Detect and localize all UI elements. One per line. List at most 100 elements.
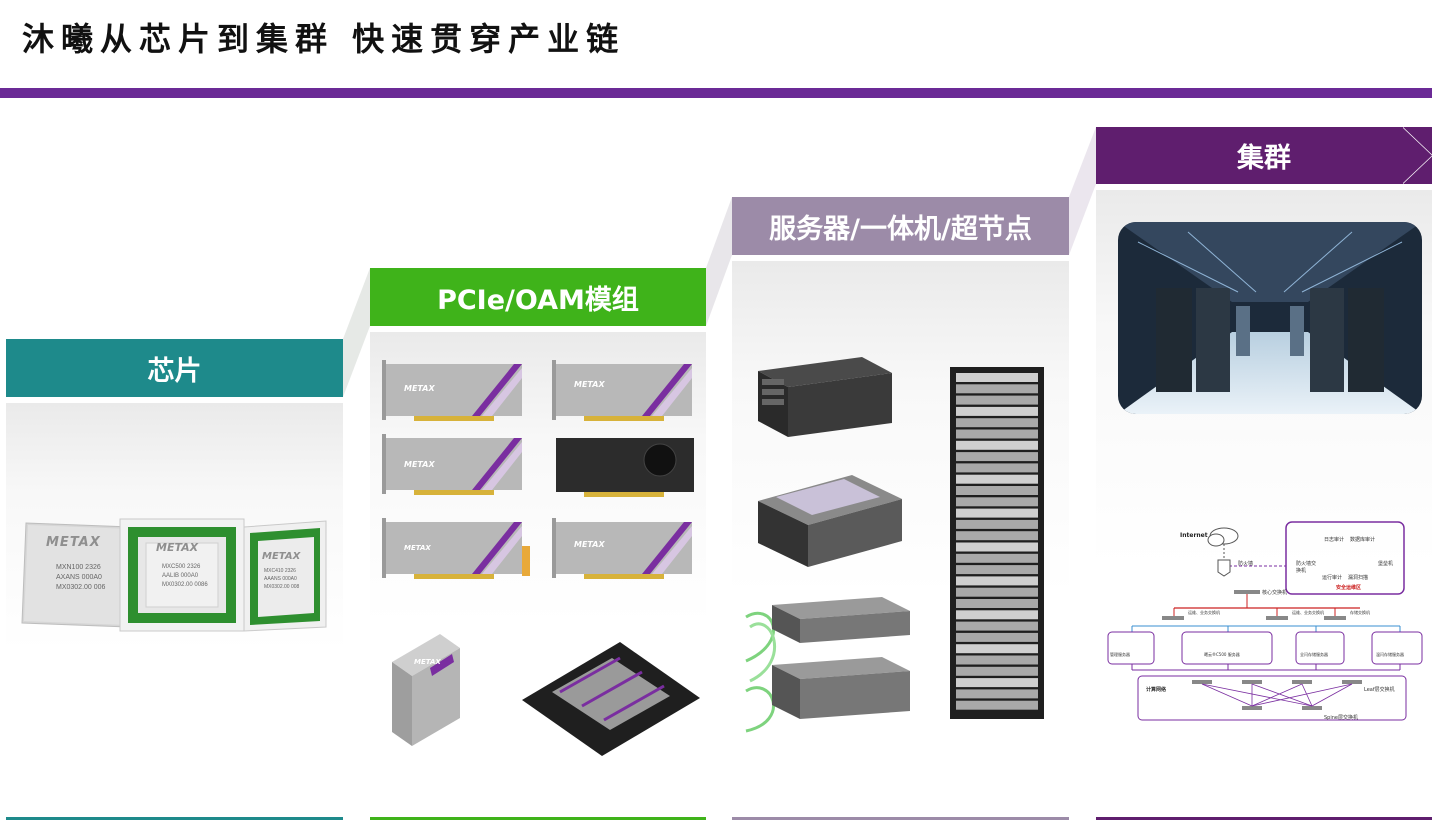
rack-unit <box>956 531 1038 541</box>
rack-unit <box>956 542 1038 552</box>
network-topology <box>1107 521 1423 721</box>
chip-3-line-2: AAANS 000A0 <box>264 576 297 582</box>
chip-3-image <box>243 520 327 632</box>
rack-unit <box>956 519 1038 529</box>
label-firewall: 防火墙 <box>1238 561 1254 567</box>
module-images <box>382 360 700 756</box>
rack-unit <box>956 373 1038 382</box>
pcie-card-black <box>556 438 694 497</box>
card-logo-3: METAX <box>404 460 435 469</box>
label-run-audit: 运行审计 <box>1322 575 1343 581</box>
rack-unit <box>956 384 1038 394</box>
rack-unit <box>956 621 1038 631</box>
chip-1-logo: METAX <box>46 535 101 550</box>
server-3-image <box>745 597 910 733</box>
label-c500-server: 曦云®C500 服务器 <box>1204 652 1240 657</box>
label-storage-server: 全闪存储服务器 <box>1300 652 1328 657</box>
compute-network-box <box>1137 675 1407 721</box>
label-ops-switch-2: 运维、业务交换机 <box>1292 610 1324 615</box>
page-title: 沐曦从芯片到集群 快速贯穿产业链 <box>22 20 626 58</box>
server-1-image <box>758 357 892 437</box>
server-2-image <box>758 475 902 567</box>
stage-header-chip: 芯片 <box>6 339 343 397</box>
chip-2-logo: METAX <box>156 541 199 554</box>
rack-unit <box>956 632 1038 642</box>
chip-3-line-3: MX0302.00 008 <box>264 584 300 590</box>
rack-unit <box>956 508 1038 518</box>
rack-unit <box>956 576 1038 586</box>
label-compute-net: 计算网络 <box>1146 687 1167 693</box>
arrow-head-icon <box>1403 127 1432 184</box>
chip-1-image <box>21 522 133 628</box>
chip-panel: METAX MXN100 2326 AXANS 000A0 MX0302.00 … <box>6 403 343 820</box>
server-images <box>745 357 1044 733</box>
stage-label-server: 服务器/一体机/超节点 <box>769 213 1032 245</box>
oam-board-image <box>522 642 700 756</box>
cluster-panel: Internet 防火墙 核心交换机 运维、业务交换机 运维、业务交换机 存储交… <box>1096 190 1432 820</box>
rack-image <box>950 367 1044 719</box>
rack-unit <box>956 666 1038 676</box>
title-divider <box>0 88 1432 98</box>
stage-label-module: PCIe/OAM模组 <box>437 284 639 316</box>
rack-unit <box>956 440 1038 450</box>
chip-3-logo: METAX <box>262 551 301 562</box>
chip-3-line-1: MXC410 2326 <box>264 568 296 574</box>
label-internet: Internet <box>1180 532 1208 539</box>
chip-1-line-3: MX0302.00 006 <box>56 584 106 591</box>
pcie-card-3 <box>382 434 522 495</box>
chip-1-line-1: MXN100 2326 <box>56 564 101 571</box>
rack-unit <box>956 429 1038 439</box>
chip-2-line-2: AALIB 000A0 <box>162 573 199 579</box>
stage-label-chip: 芯片 <box>147 355 202 387</box>
chip-2-markings: MXC500 2326 AALIB 000A0 MX0302.00 0086 <box>162 563 208 590</box>
stage-header-server: 服务器/一体机/超节点 <box>732 197 1069 255</box>
label-db-audit: 数据库审计 <box>1350 537 1376 543</box>
pcie-card-1 <box>382 360 522 421</box>
chip-3-markings: MXC410 2326 AAANS 000A0 MX0302.00 008 <box>264 567 299 591</box>
card-logo-4: METAX <box>404 544 431 552</box>
label-mgmt-server: 管理服务器 <box>1110 652 1130 657</box>
stage-header-cluster: 集群 <box>1096 127 1432 184</box>
label-spine: Spine层交换机 <box>1324 715 1358 721</box>
label-ops-switch-1: 运维、业务交换机 <box>1188 610 1220 615</box>
chip-1-line-2: AXANS 000A0 <box>56 574 102 581</box>
chip-2-line-1: MXC500 2326 <box>162 564 201 570</box>
server-panel <box>732 261 1069 820</box>
datacenter-image <box>1118 222 1422 414</box>
rack-unit <box>956 689 1038 699</box>
label-vuln-scan: 漏洞扫描 <box>1348 575 1369 581</box>
oam-module-image <box>392 634 460 746</box>
rack-unit <box>956 553 1038 563</box>
label-fw-switch: 防火墙交换机 <box>1296 561 1317 574</box>
stage-header-module: PCIe/OAM模组 <box>370 268 706 326</box>
label-core-switch: 核心交换机 <box>1262 590 1288 596</box>
rack-unit <box>956 599 1038 608</box>
chip-images <box>21 518 327 632</box>
rack-unit <box>956 406 1038 416</box>
module-panel: METAX METAX METAX METAX METAX METAX <box>370 332 706 820</box>
label-leaf: Leaf层交换机 <box>1364 687 1395 693</box>
label-bastion: 堡垒机 <box>1378 561 1394 567</box>
rack-unit <box>956 418 1038 428</box>
label-edge-storage: 温闪存储服务器 <box>1376 652 1404 657</box>
card-logo-5: METAX <box>574 540 605 549</box>
rack-unit <box>956 587 1038 597</box>
power-connector <box>522 546 530 576</box>
rack-unit <box>956 452 1038 462</box>
pcie-card-4 <box>382 518 522 579</box>
rack-unit <box>956 610 1038 620</box>
rack-unit <box>956 644 1038 654</box>
edge-storage-box <box>1371 631 1423 665</box>
chip-2-image <box>119 518 245 632</box>
shield-icon <box>1217 559 1231 577</box>
card-logo-2: METAX <box>574 380 605 389</box>
rack-unit <box>956 655 1038 665</box>
c500-server-box <box>1181 631 1273 665</box>
rack-unit <box>956 700 1038 710</box>
label-storage-switch: 存储交换机 <box>1350 610 1370 615</box>
rack-unit <box>956 474 1038 484</box>
oam-logo: METAX <box>414 658 441 666</box>
pcie-card-2 <box>552 360 692 421</box>
storage-server-box <box>1295 631 1345 665</box>
